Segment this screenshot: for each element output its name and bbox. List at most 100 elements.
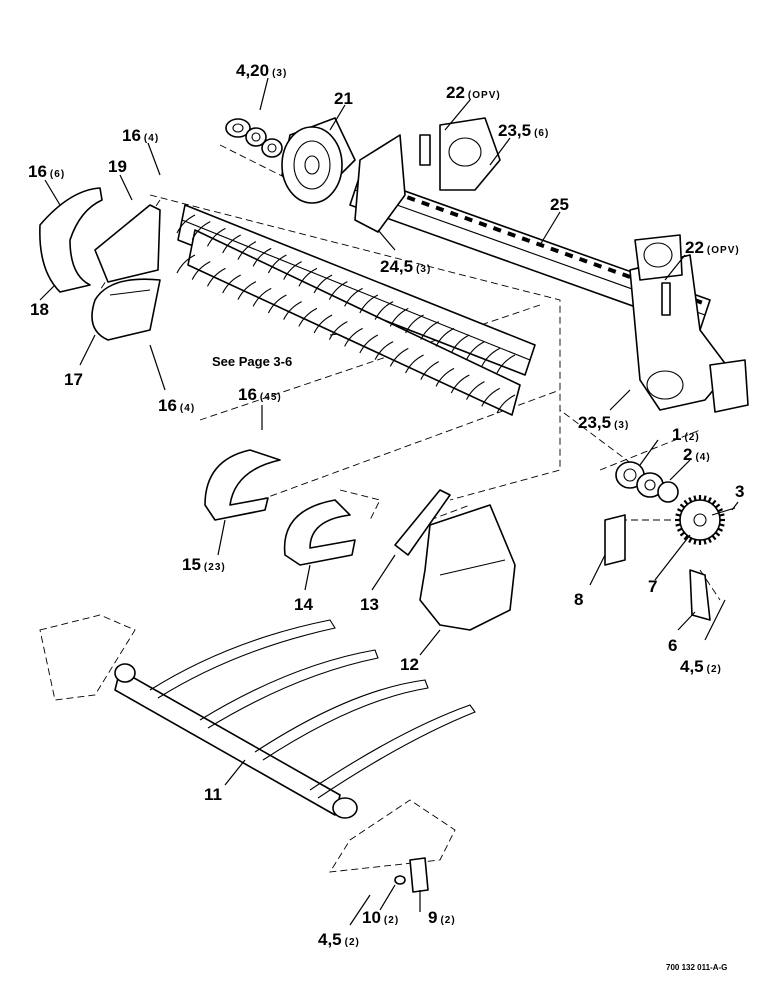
rotor-tine bbox=[374, 301, 394, 320]
rotor-tine bbox=[405, 354, 424, 374]
drawing-number: 700 132 011-A-G bbox=[666, 963, 727, 972]
rotor-tine bbox=[496, 354, 516, 374]
sprocket-tooth bbox=[711, 499, 717, 506]
callout-12: 12 bbox=[400, 655, 419, 674]
callout-15: 15(23) bbox=[182, 555, 226, 574]
rotor-tine bbox=[267, 294, 287, 314]
sprocket-tooth bbox=[719, 523, 725, 527]
part-14-stripper bbox=[283, 499, 356, 566]
rotor-tine bbox=[283, 261, 302, 280]
sprocket-tooth bbox=[688, 496, 693, 503]
sprocket-tooth bbox=[717, 527, 724, 532]
part-12-housing bbox=[419, 504, 516, 631]
callout-1: 1(2) bbox=[672, 425, 700, 444]
rotor-tine bbox=[313, 314, 333, 334]
sprocket-tooth bbox=[711, 534, 717, 541]
rotor-tine bbox=[283, 301, 302, 320]
callout-7: 7 bbox=[648, 577, 657, 596]
callout-4-5-right: 4,5(2) bbox=[680, 657, 722, 676]
sprocket-tooth bbox=[717, 508, 724, 513]
callout-16-top: 16(4) bbox=[122, 126, 159, 145]
bar-slot bbox=[507, 231, 516, 238]
bar-slot bbox=[435, 205, 445, 213]
rotor-tine bbox=[176, 214, 196, 234]
callout-10: 10(2) bbox=[362, 908, 399, 927]
sprocket-tooth bbox=[693, 539, 697, 545]
sprocket-tooth bbox=[676, 527, 683, 532]
bar-slot bbox=[492, 226, 502, 233]
sprocket-tooth bbox=[714, 531, 721, 537]
callout-16-45: 16(45) bbox=[238, 385, 282, 404]
callout-11: 11 bbox=[204, 785, 222, 804]
rotor-tine bbox=[191, 261, 211, 280]
bar-slot bbox=[607, 267, 617, 274]
left-end-plate bbox=[354, 117, 501, 233]
rotor-tine bbox=[374, 341, 394, 360]
rotor-tine bbox=[176, 254, 196, 274]
part-4-20-washers bbox=[225, 118, 283, 158]
bar-slot bbox=[406, 195, 416, 202]
sprocket-tooth bbox=[719, 513, 725, 517]
part-21-housing bbox=[281, 117, 356, 204]
part-15-stripper bbox=[204, 449, 281, 521]
part-13-bracket bbox=[394, 489, 451, 556]
rotor-tine bbox=[191, 221, 211, 240]
callouts: 4,20(3) 21 22(OPV) 23,5(6) 16(4) 16(6) 1… bbox=[28, 61, 744, 972]
callout-3: 3 bbox=[735, 482, 744, 501]
part-3-bolt bbox=[711, 507, 736, 516]
rotor-tine bbox=[481, 387, 501, 407]
rotor-tine bbox=[450, 374, 470, 394]
callout-2: 2(4) bbox=[683, 445, 711, 464]
rotor-tine bbox=[206, 227, 226, 247]
rotor-tine bbox=[328, 321, 348, 340]
part-6-bracket bbox=[689, 569, 711, 621]
callout-16-left: 16(6) bbox=[28, 162, 65, 181]
rotor-tine bbox=[359, 334, 379, 354]
callout-14: 14 bbox=[294, 595, 313, 614]
callout-17: 17 bbox=[64, 370, 83, 389]
sprocket-tooth bbox=[683, 499, 689, 506]
rotor-tine bbox=[298, 307, 318, 327]
rotor-tine bbox=[435, 327, 455, 347]
rotor-tine bbox=[420, 361, 440, 380]
rotor-tine bbox=[359, 294, 379, 314]
rotor-tine bbox=[450, 334, 470, 354]
rotor-tine bbox=[206, 267, 226, 287]
callout-9: 9(2) bbox=[428, 908, 456, 927]
callout-23-5-top: 23,5(6) bbox=[498, 121, 549, 140]
rotor-tine bbox=[420, 321, 440, 340]
see-page-note: See Page 3-6 bbox=[212, 354, 292, 369]
callout-18: 18 bbox=[30, 300, 49, 319]
callout-22-right: 22(OPV) bbox=[685, 238, 740, 257]
rotor-tine bbox=[328, 281, 348, 300]
rotor-tine bbox=[496, 394, 516, 414]
rotor-tine bbox=[298, 267, 318, 287]
callout-4-5-bottom: 4,5(2) bbox=[318, 930, 360, 949]
rotor-tine bbox=[267, 254, 287, 274]
sprocket-tooth bbox=[714, 503, 721, 509]
rotor-tine bbox=[344, 327, 363, 347]
rotor-tine bbox=[237, 241, 257, 260]
rotor-tine bbox=[252, 247, 272, 267]
bar-slot bbox=[564, 251, 574, 259]
assembly-lines bbox=[99, 144, 721, 601]
rotor-tine bbox=[222, 234, 241, 254]
callout-21: 21 bbox=[334, 89, 353, 108]
bar-slot bbox=[578, 256, 588, 264]
bar-slot bbox=[478, 221, 488, 228]
sprocket-tooth bbox=[688, 537, 693, 544]
part-18-guard bbox=[39, 187, 103, 293]
callout-13: 13 bbox=[360, 595, 379, 614]
callout-16-mid: 16(4) bbox=[158, 396, 195, 415]
sprocket-tooth bbox=[703, 495, 707, 501]
part-11-frame bbox=[39, 614, 476, 893]
bar-slot bbox=[464, 215, 473, 223]
part-17-guard bbox=[91, 278, 161, 341]
sprocket-tooth bbox=[703, 539, 707, 545]
bar-slot bbox=[593, 262, 603, 269]
bar-slot bbox=[521, 236, 531, 243]
part-8-bracket bbox=[604, 514, 626, 566]
leader-lines bbox=[39, 77, 739, 926]
sprocket-tooth bbox=[679, 531, 686, 537]
bar-slot bbox=[550, 246, 560, 254]
